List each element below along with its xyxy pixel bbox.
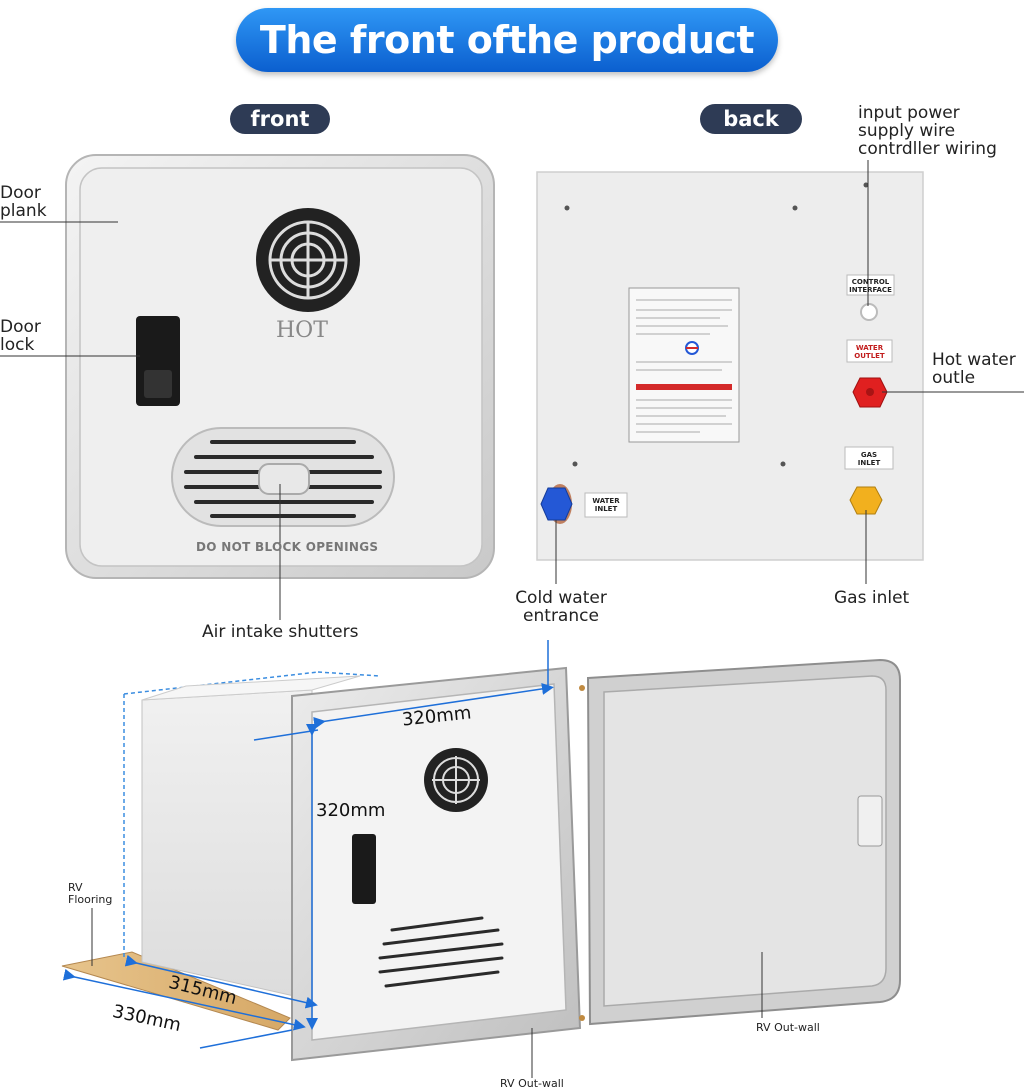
gas-inlet-label: Gas inlet — [834, 588, 910, 608]
hot-water-outlet-label: Hot water outle — [932, 350, 1016, 388]
door-plank-label: Door plank — [0, 183, 47, 221]
cold-water-inlet-icon — [540, 487, 573, 521]
rv-outwall-bottom-label: RV Out-wall — [500, 1077, 564, 1090]
gas-inlet-icon — [849, 486, 883, 515]
rv-outwall-right-label: RV Out-wall — [756, 1021, 820, 1034]
installed-front-panel — [291, 666, 582, 1062]
power-wiring-label: input power supply wire contrdller wirin… — [858, 103, 997, 159]
air-intake-shutters-icon — [171, 427, 395, 527]
door-lock-label: Door lock — [0, 317, 41, 355]
page-title: The front ofthe product — [259, 18, 755, 62]
water-outlet-tag: WATER OUTLET — [854, 344, 885, 360]
control-interface-tag: CONTROL INTERFACE — [849, 278, 892, 294]
title-banner: The front ofthe product — [236, 8, 778, 72]
installed-open-door — [579, 658, 901, 1026]
rv-flooring-label: RV Flooring — [68, 881, 113, 906]
back-panel — [536, 171, 924, 561]
hot-marking: HOT — [276, 318, 328, 343]
height-dimension: 320mm — [316, 800, 386, 821]
door-lock-icon — [136, 316, 180, 406]
back-view-label: back — [700, 104, 802, 134]
vent-warning-marking: DO NOT BLOCK OPENINGS — [196, 540, 379, 554]
front-panel — [65, 154, 495, 579]
cold-water-entrance-label: Cold water entrance — [515, 588, 607, 626]
front-view-label: front — [230, 104, 330, 134]
gas-inlet-tag: GAS INLET — [857, 451, 881, 467]
rating-plate — [628, 287, 740, 443]
air-intake-label: Air intake shutters — [202, 622, 359, 642]
water-inlet-tag: WATER INLET — [592, 497, 620, 513]
fan-vent-icon — [256, 208, 360, 312]
